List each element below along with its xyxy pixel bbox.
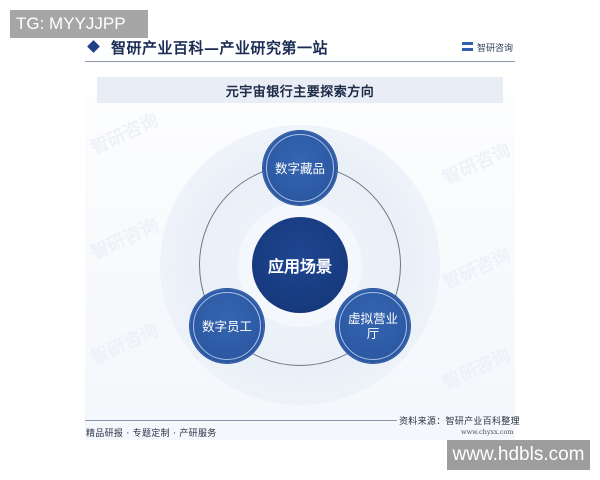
diamond-icon: [87, 40, 100, 53]
footer-divider: [85, 420, 385, 421]
tg-watermark-badge: TG: MYYJJPP: [10, 10, 148, 38]
site-watermark-badge: www.hdbls.com: [447, 440, 590, 470]
zhiyan-logo-icon: [461, 42, 473, 53]
header-title: 智研产业百科—产业研究第一站: [111, 39, 329, 57]
center-node-label: 应用场景: [267, 257, 332, 276]
center-node: 应用场景: [252, 217, 348, 313]
diagram-title: 元宇宙银行主要探索方向: [225, 84, 375, 100]
footer-services: 精品研报 · 专题定制 · 产研服务: [86, 429, 217, 439]
data-source: 资料来源：智研产业百科整理: [399, 417, 520, 427]
brand-logo: 智研咨询: [461, 41, 513, 54]
title-banner: 元宇宙银行主要探索方向: [97, 77, 503, 103]
node-label: 数字员工: [201, 318, 252, 334]
logo-text: 智研咨询: [476, 44, 513, 54]
source-url: www.chyxx.com: [461, 428, 514, 436]
node-digital-collectibles: 数字藏品: [263, 131, 337, 205]
node-label: 数字藏品: [274, 160, 325, 176]
header: 智研产业百科—产业研究第一站 智研咨询: [85, 36, 515, 62]
node-virtual-branch: 虚拟营业厅: [336, 289, 410, 363]
footer-divider-short: [385, 420, 397, 421]
node-label: 虚拟营业厅: [347, 311, 398, 341]
node-digital-employee: 数字员工: [190, 289, 264, 363]
